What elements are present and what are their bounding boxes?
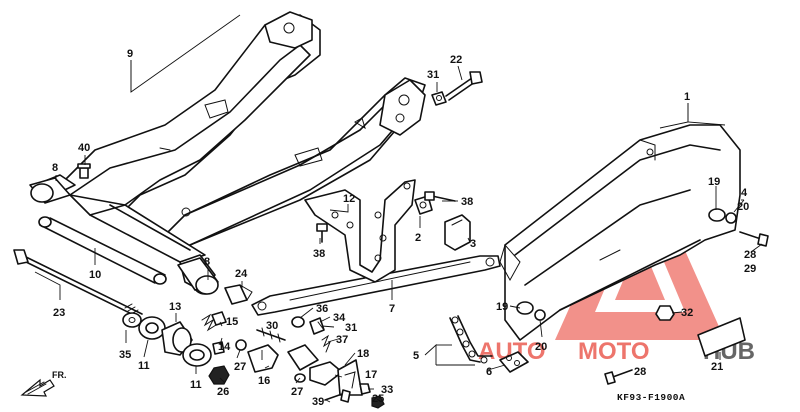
collar-19-lower (516, 301, 534, 315)
washer-20-upper (725, 212, 737, 224)
callout-22: 22 (450, 54, 462, 66)
callout-11-left: 11 (138, 360, 150, 372)
callout-38-right: 38 (461, 196, 473, 208)
cotter-pin-31 (317, 321, 325, 331)
callout-15: 15 (226, 316, 238, 328)
callout-38-left: 38 (313, 248, 325, 260)
leader-lines (34, 14, 763, 403)
nut-26 (208, 365, 230, 385)
callout-19-lower: 19 (496, 301, 508, 313)
chain-case (499, 124, 741, 341)
callout-20-upper: 20 (737, 201, 749, 213)
callout-labels: 1 2 3 4 5 6 7 8 8 9 10 11 11 12 13 14 15… (52, 48, 756, 408)
bearing-11-right (182, 343, 212, 367)
callout-31-upper: 31 (427, 69, 439, 81)
nut-33 (359, 383, 371, 395)
chain-joint (499, 351, 529, 373)
callout-12: 12 (343, 193, 355, 205)
callout-2: 2 (415, 232, 421, 244)
callout-27-lower: 27 (291, 386, 303, 398)
washer-35 (122, 312, 142, 328)
callout-8-right: 8 (204, 256, 210, 268)
bolt-28-lower (604, 369, 633, 385)
callout-39: 39 (312, 396, 324, 408)
bolt-38-upper (424, 191, 456, 202)
callout-27-upper: 27 (234, 361, 246, 373)
front-direction-arrow: FR. (20, 370, 67, 397)
callout-40: 40 (78, 142, 90, 154)
grease-fitting (77, 163, 91, 179)
tension-plate (287, 344, 363, 396)
mounting-bracket (304, 179, 416, 283)
chain-guard-plate (697, 317, 746, 357)
callout-16: 16 (258, 375, 270, 387)
callout-20-lower: 20 (535, 341, 547, 353)
pin-30 (256, 327, 286, 343)
callout-28-upper: 28 (744, 249, 756, 261)
callout-17: 17 (365, 369, 377, 381)
callout-7: 7 (389, 303, 395, 315)
nut-25 (371, 395, 385, 409)
callout-29: 29 (744, 263, 756, 275)
front-direction-label: FR. (52, 370, 67, 380)
adjuster-block (247, 344, 279, 373)
callout-5: 5 (413, 350, 419, 362)
spring-15 (201, 311, 227, 332)
callout-21: 21 (711, 361, 723, 373)
callout-26: 26 (217, 386, 229, 398)
callout-34: 34 (333, 312, 346, 324)
bolt-38-lower (316, 223, 328, 243)
bolt-28-upper (739, 231, 769, 247)
pivot-collar (38, 216, 167, 285)
bolt-14 (212, 341, 225, 355)
dust-seal (161, 321, 193, 356)
callout-30: 30 (266, 320, 278, 332)
callout-19-upper: 19 (708, 176, 720, 188)
callout-25: 25 (372, 393, 384, 405)
callout-6: 6 (486, 366, 492, 378)
callout-32: 32 (681, 307, 693, 319)
callout-36: 36 (316, 303, 328, 315)
callout-31-lower: 31 (345, 322, 357, 334)
callout-9: 9 (127, 48, 133, 60)
callout-18: 18 (357, 348, 369, 360)
callout-4: 4 (741, 187, 748, 199)
torque-link (251, 255, 501, 316)
callout-35: 35 (119, 349, 131, 361)
washer-36 (291, 316, 305, 328)
nut-32 (655, 305, 675, 321)
rubber-stopper (444, 214, 471, 251)
callout-1: 1 (684, 91, 690, 103)
callout-28-lower: 28 (634, 366, 646, 378)
callout-37: 37 (336, 334, 348, 346)
callout-10: 10 (89, 269, 101, 281)
pivot-bushing-left (29, 177, 71, 204)
callout-23: 23 (53, 307, 65, 319)
washer-27-left (235, 339, 247, 351)
bolt-22 (445, 71, 483, 101)
bolt-39 (324, 389, 351, 403)
drive-chain (449, 315, 493, 364)
callout-33: 33 (381, 384, 393, 396)
collar-19-upper (708, 208, 726, 222)
collar-24 (224, 284, 253, 305)
callout-13: 13 (169, 301, 181, 313)
bolt-34 (309, 317, 325, 335)
callout-8-left: 8 (52, 162, 58, 174)
spring-37 (321, 334, 332, 353)
pivot-bolt (13, 249, 143, 319)
watermark-text-moto: MOTO (578, 338, 650, 365)
washer-20-lower (534, 309, 546, 321)
callout-11-right: 11 (190, 379, 202, 391)
callout-24: 24 (235, 268, 248, 280)
nut-31-upper (431, 91, 447, 106)
callout-14: 14 (218, 341, 231, 353)
diagram-code: KF93-F1900A (617, 392, 685, 403)
callout-3: 3 (470, 238, 476, 250)
pivot-bushing-right (177, 257, 219, 295)
bearing-11-left (138, 316, 166, 340)
